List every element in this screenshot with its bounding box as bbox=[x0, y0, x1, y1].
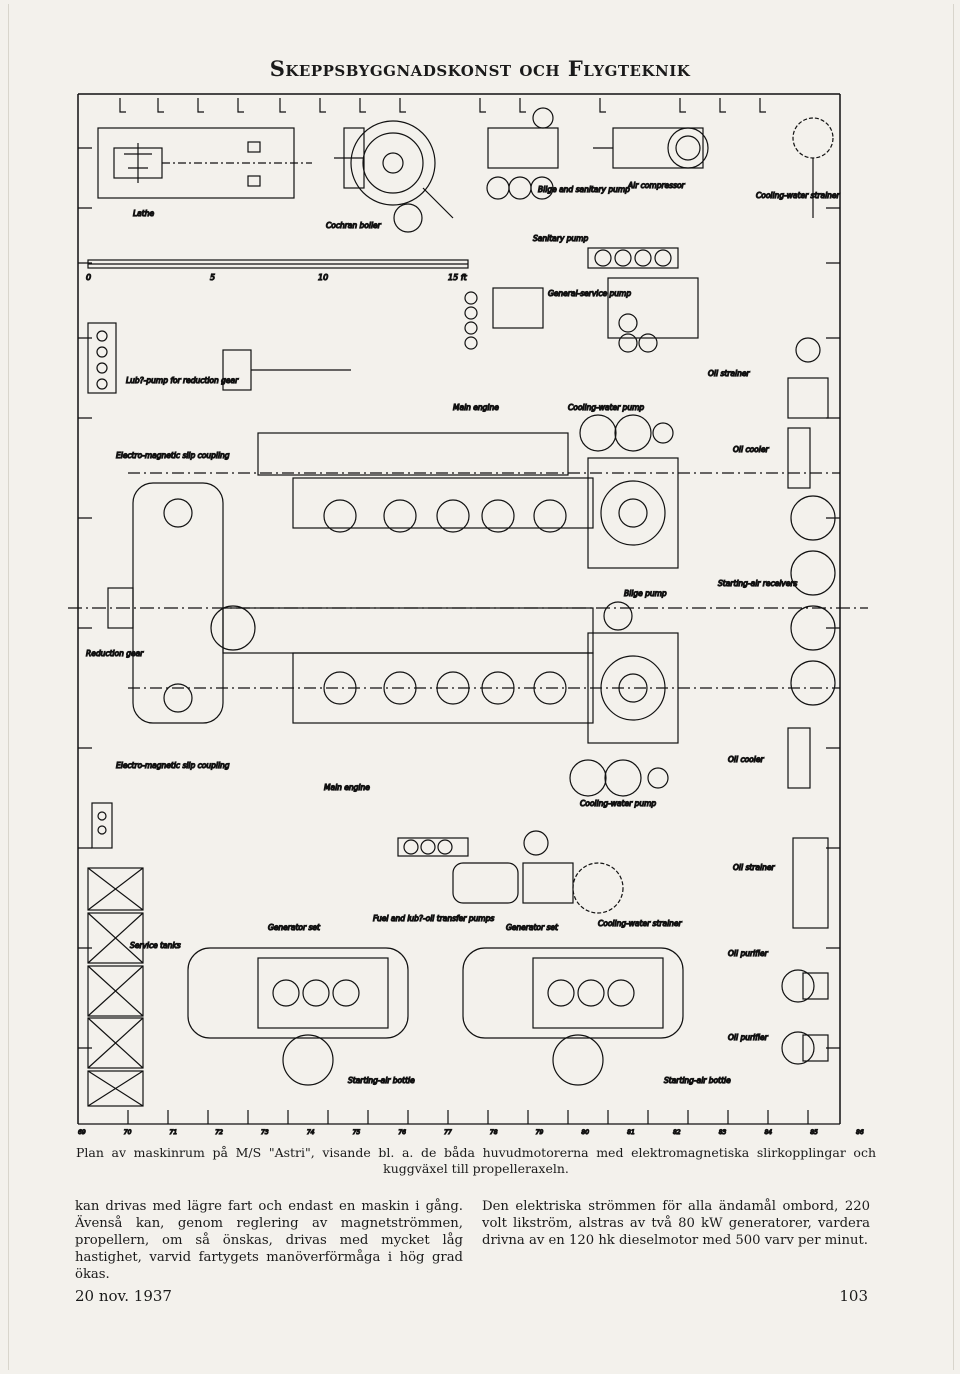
oil-strainer-bottom bbox=[792, 837, 829, 929]
label-cooling-water-pump-bottom: Cooling-water pump bbox=[580, 799, 656, 808]
label-cochran-boiler: Cochran boiler bbox=[326, 221, 382, 230]
frame-number: 69 bbox=[78, 1129, 86, 1136]
engine-room-plan-svg: Lathe Cochran boiler Bilge and sanitary … bbox=[68, 93, 868, 1136]
label-oil-purifier-1: Oil purifier bbox=[728, 949, 769, 958]
label-reduction-gear: Reduction gear bbox=[86, 649, 144, 658]
cooling-water-strainer-bottom bbox=[572, 862, 624, 914]
frame-number: 80 bbox=[581, 1129, 589, 1136]
label-cooling-water-pump-top: Cooling-water pump bbox=[568, 403, 644, 412]
frame-number: 76 bbox=[398, 1129, 406, 1136]
frame-number: 83 bbox=[719, 1129, 727, 1136]
label-em-slip-top: Electro-magnetic slip coupling bbox=[116, 451, 230, 460]
oil-strainer-top bbox=[787, 337, 829, 419]
frame-numbers: 69 70 71 72 73 74 75 76 77 78 79 80 81 82 83 84 85 86 bbox=[77, 1128, 864, 1136]
fuel-lub-transfer-pumps bbox=[397, 830, 574, 904]
frame-number: 85 bbox=[810, 1129, 818, 1136]
frame-number: 72 bbox=[215, 1129, 223, 1136]
label-generator-set-right: Generator set bbox=[506, 923, 559, 932]
label-em-slip-bottom: Electro-magnetic slip coupling bbox=[116, 761, 230, 770]
oil-cooler-bottom bbox=[787, 727, 811, 789]
body-column-right: Den elektriska strömmen för alla ändamål… bbox=[482, 1199, 870, 1248]
air-compressor bbox=[593, 127, 709, 169]
label-oil-cooler-top: Oil cooler bbox=[733, 445, 769, 454]
label-air-compressor: Air compressor bbox=[627, 181, 686, 190]
frame-number: 75 bbox=[353, 1129, 361, 1136]
frame-number: 71 bbox=[170, 1129, 178, 1136]
frame-number: 78 bbox=[490, 1129, 498, 1136]
body-column-left: kan drivas med lägre fart och endast en … bbox=[75, 1199, 463, 1282]
label-service-tanks: Service tanks bbox=[130, 941, 181, 950]
frame-number: 84 bbox=[764, 1129, 772, 1136]
lathe bbox=[97, 127, 312, 199]
page-number: 103 bbox=[839, 1287, 868, 1305]
label-lub-pump: Lub?-pump for reduction gear bbox=[126, 376, 239, 385]
general-service-pump bbox=[464, 277, 699, 353]
frame-number: 74 bbox=[307, 1129, 315, 1136]
label-oil-strainer-bottom: Oil strainer bbox=[733, 863, 775, 872]
cooling-water-strainer-top bbox=[792, 117, 834, 218]
label-cooling-water-strainer-bottom: Cooling-water strainer bbox=[598, 919, 683, 928]
frame-number: 79 bbox=[536, 1129, 544, 1136]
bilge-pump bbox=[603, 601, 633, 631]
frame-number: 81 bbox=[627, 1129, 635, 1136]
label-starting-air-bottle-left: Starting-air bottle bbox=[348, 1076, 415, 1085]
label-oil-purifier-2: Oil purifier bbox=[728, 1033, 769, 1042]
lub-pump bbox=[87, 322, 351, 394]
label-bilge-pump: Bilge pump bbox=[624, 589, 667, 598]
main-engine-top bbox=[128, 432, 840, 569]
label-lathe: Lathe bbox=[133, 209, 154, 218]
main-engine-bottom bbox=[128, 605, 840, 744]
cochran-boiler bbox=[334, 120, 454, 233]
label-sanitary-pump: Sanitary pump bbox=[533, 234, 588, 243]
label-generator-set-left: Generator set bbox=[268, 923, 321, 932]
service-tanks bbox=[87, 802, 144, 1107]
label-fuel-lub-pumps: Fuel and lub?-oil transfer pumps bbox=[373, 914, 494, 923]
label-cooling-water-strainer-top: Cooling-water strainer bbox=[756, 191, 841, 200]
label-main-engine-bottom: Main engine bbox=[324, 783, 370, 792]
reduction-gear bbox=[68, 482, 868, 724]
starting-air-receivers bbox=[790, 495, 836, 706]
issue-date: 20 nov. 1937 bbox=[75, 1287, 172, 1305]
generator-set-right bbox=[462, 947, 684, 1086]
frame-number: 82 bbox=[673, 1129, 681, 1136]
oil-cooler-top bbox=[787, 427, 811, 489]
figure-caption: Plan av maskinrum på M/S "Astri", visand… bbox=[76, 1145, 876, 1176]
label-starting-air-bottle-right: Starting-air bottle bbox=[664, 1076, 731, 1085]
label-general-service-pump: General-service pump bbox=[548, 289, 631, 298]
label-oil-cooler-bottom: Oil cooler bbox=[728, 755, 764, 764]
label-starting-air-receivers: Starting-air receivers bbox=[718, 579, 797, 588]
page-edge bbox=[8, 4, 954, 1370]
cooling-water-pump-bottom bbox=[569, 759, 669, 797]
frame-number: 77 bbox=[444, 1129, 452, 1136]
label-main-engine-top: Main engine bbox=[453, 403, 499, 412]
frame-number: 73 bbox=[261, 1129, 269, 1136]
scale-bar bbox=[87, 259, 469, 269]
frame-ticks-bottom bbox=[127, 1110, 809, 1124]
label-bilge-sanitary-pump: Bilge and sanitary pump bbox=[538, 185, 630, 194]
bilge-sanitary-pump bbox=[486, 107, 559, 200]
scale-label-0: 0 bbox=[86, 273, 91, 282]
label-oil-strainer-top: Oil strainer bbox=[708, 369, 750, 378]
frame-number: 70 bbox=[124, 1129, 132, 1136]
scale-label-15: 15 ft bbox=[448, 273, 468, 282]
frame-ticks-left bbox=[78, 147, 840, 1049]
journal-header: Skeppsbyggnadskonst och Flygteknik bbox=[269, 56, 691, 81]
scale-label-10: 10 bbox=[318, 273, 328, 282]
generator-set-left bbox=[187, 947, 409, 1086]
engine-room-plan: Lathe Cochran boiler Bilge and sanitary … bbox=[68, 88, 868, 1136]
sanitary-pump bbox=[587, 247, 679, 269]
oil-purifiers bbox=[781, 969, 829, 1065]
frame-number: 86 bbox=[856, 1129, 864, 1136]
cooling-water-pump-top bbox=[579, 414, 674, 452]
frame-ticks-top bbox=[119, 98, 766, 113]
scale-label-5: 5 bbox=[210, 273, 215, 282]
